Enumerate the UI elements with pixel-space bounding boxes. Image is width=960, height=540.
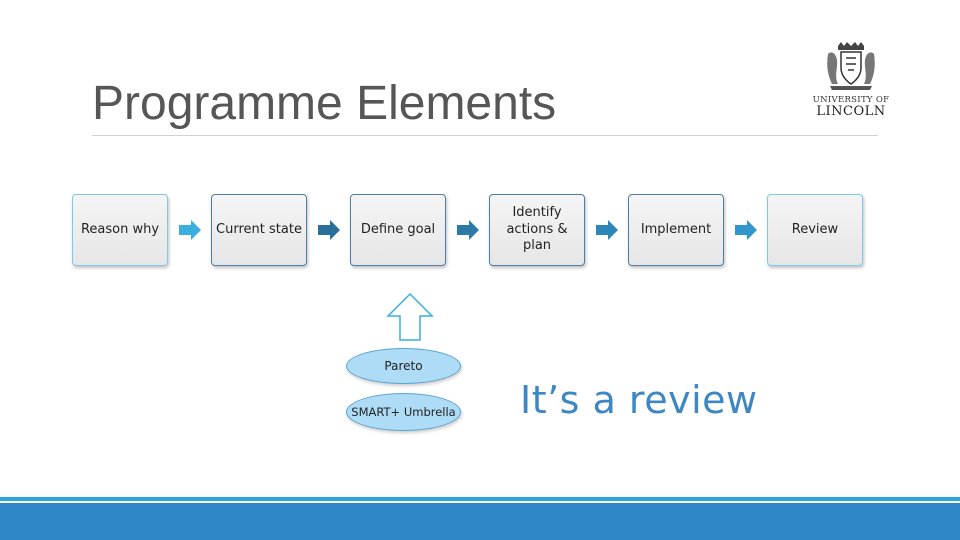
tool-smart-umbrella: SMART+ Umbrella — [346, 393, 461, 431]
coat-of-arms-icon — [827, 42, 875, 90]
step-label: Current state — [216, 221, 302, 237]
arrow-up-outline-icon — [386, 292, 434, 341]
tool-label: SMART+ Umbrella — [351, 404, 456, 419]
footer-bar — [0, 503, 960, 540]
arrow-right-icon — [735, 220, 757, 240]
title-divider — [92, 135, 878, 136]
step-reason-why: Reason why — [72, 194, 168, 266]
arrow-right-icon — [318, 220, 340, 240]
tool-label: Pareto — [384, 359, 423, 373]
step-label: Reason why — [80, 221, 160, 237]
review-note: It’s a review — [520, 378, 758, 422]
slide-title: Programme Elements — [92, 77, 557, 130]
step-label: Define goal — [360, 221, 436, 237]
arrow-right-icon — [596, 220, 618, 240]
step-label: Implement — [640, 221, 712, 237]
footer-accent-line — [0, 497, 960, 501]
step-current-state: Current state — [211, 194, 307, 266]
step-label: Review — [791, 221, 839, 237]
step-review: Review — [767, 194, 863, 266]
step-implement: Implement — [628, 194, 724, 266]
university-logo: UNIVERSITY OF LINCOLN — [808, 40, 894, 120]
step-label: Identify actions & plan — [506, 204, 568, 254]
step-identify-actions-plan: Identify actions & plan — [489, 194, 585, 266]
logo-text-university: UNIVERSITY OF — [812, 95, 890, 105]
step-define-goal: Define goal — [350, 194, 446, 266]
arrow-right-icon — [457, 220, 479, 240]
tool-pareto: Pareto — [346, 348, 461, 384]
logo-text-lincoln: LINCOLN — [816, 104, 886, 119]
arrow-right-icon — [179, 220, 201, 240]
